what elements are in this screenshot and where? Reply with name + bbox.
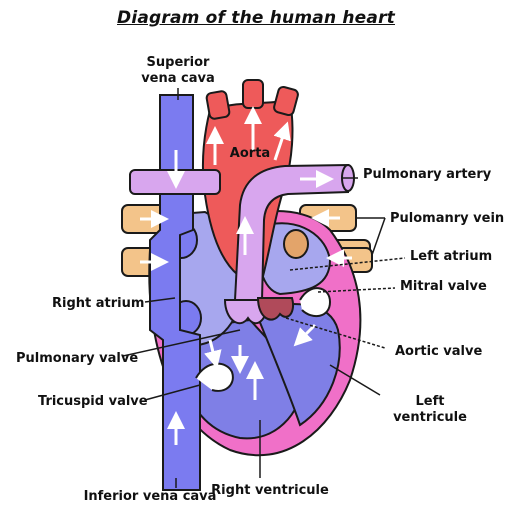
label-inferior-vena-cava: Inferior vena cava (84, 489, 217, 504)
label-left-ventricle-1: Left (416, 394, 445, 409)
mitral-valve-shape (299, 287, 332, 318)
leader-lines (122, 88, 406, 488)
aorta-branches (205, 79, 299, 120)
aortic-valve-shape (256, 297, 294, 321)
label-superior-vena-cava-1: Superior (147, 55, 211, 70)
label-superior-vena-cava-2: vena cava (141, 71, 215, 86)
label-right-ventricle: Right ventricule (211, 483, 329, 498)
label-right-atrium: Right atrium (52, 296, 144, 311)
label-pulmonary-artery: Pulmonary artery (363, 167, 492, 182)
valves (195, 287, 332, 392)
flow-arrows (140, 106, 352, 445)
label-tricuspid-valve: Tricuspid valve (38, 394, 148, 409)
left-atrium-vein-opening (283, 229, 309, 259)
label-pulmonary-vein: Pulomanry vein (390, 211, 504, 226)
label-aortic-valve: Aortic valve (395, 344, 482, 359)
label-aorta: Aorta (230, 146, 270, 161)
label-left-ventricle-2: ventricule (393, 410, 467, 425)
label-left-atrium: Left atrium (410, 249, 492, 264)
label-mitral-valve: Mitral valve (400, 279, 487, 294)
label-pulmonary-valve: Pulmonary valve (16, 351, 138, 366)
diagram-title: Diagram of the human heart (117, 8, 395, 28)
